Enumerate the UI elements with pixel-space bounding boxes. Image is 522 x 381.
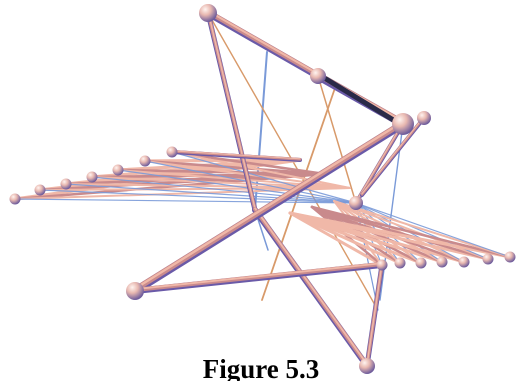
joint-node-left-fan (10, 194, 21, 205)
joint-node-right-fan (459, 257, 470, 268)
joint-node-right-fan (437, 257, 448, 268)
joint-node-left-fan (61, 179, 72, 190)
joint-node-left-fan (87, 172, 98, 183)
joint-node-right-fan (416, 258, 427, 269)
joint-node-left-fan (113, 165, 124, 176)
rod-bottom-right-highlight (367, 264, 382, 365)
joint-node-right-small (417, 111, 431, 125)
joint-node-left-fan (140, 156, 151, 167)
joint-node-center (349, 196, 363, 210)
joint-node-right-hub (392, 113, 414, 135)
joint-node-top (199, 4, 217, 22)
rod-top-right-dark (326, 79, 395, 121)
joint-node-left-fan (167, 147, 178, 158)
joint-node-right-fan (483, 254, 494, 265)
fan-rod-right (290, 213, 510, 257)
joint-node-right-fan (505, 252, 516, 263)
joint-node-right-fan (395, 258, 406, 269)
joint-node-bottom (359, 358, 375, 374)
joint-node-mid-top (310, 68, 326, 84)
joint-node-left-low (126, 282, 144, 300)
joint-node-left-fan (35, 185, 46, 196)
joint-node-right-fan (377, 260, 388, 271)
